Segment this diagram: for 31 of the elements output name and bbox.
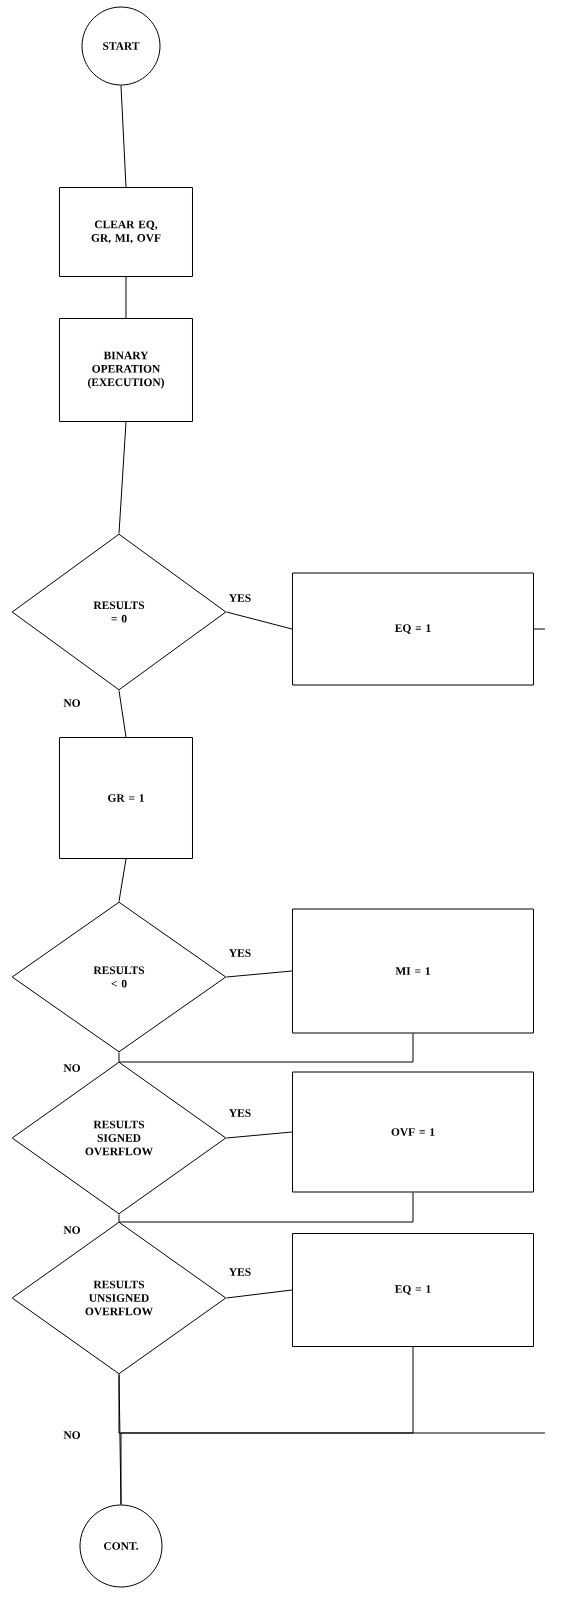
- process-box: GR = 1: [59, 737, 193, 859]
- edge-label: YES: [227, 1267, 253, 1277]
- connector-line: [118, 1033, 414, 1063]
- process-box: BINARY OPERATION (EXECUTION): [59, 318, 193, 422]
- connector-line: [118, 1052, 120, 1062]
- connector-line: [533, 628, 546, 630]
- connector-line: [118, 1374, 546, 1434]
- connector-line: [118, 1192, 414, 1223]
- edge-label: NO: [62, 1063, 82, 1073]
- edge-label: NO: [62, 1430, 82, 1440]
- process-box: CLEAR EQ, GR, MI, OVF: [59, 187, 193, 277]
- edge-label: YES: [227, 948, 253, 958]
- connector-line: [120, 1346, 414, 1505]
- connector-line: [118, 421, 127, 534]
- edge-label: NO: [62, 698, 82, 708]
- connector-line: [226, 1289, 293, 1299]
- connector-line: [118, 690, 127, 738]
- connector-line: [118, 858, 127, 902]
- connector-line: [226, 611, 293, 630]
- edge-label: YES: [227, 593, 253, 603]
- connector-line: [120, 85, 127, 188]
- process-box: MI = 1: [292, 908, 534, 1034]
- process-box: EQ = 1: [292, 1233, 534, 1347]
- connector-line: [226, 970, 293, 978]
- edge-label: YES: [227, 1108, 253, 1118]
- process-box: EQ = 1: [292, 572, 534, 686]
- connector-line: [226, 1131, 293, 1139]
- edge-label: NO: [62, 1225, 82, 1235]
- process-box: OVF = 1: [292, 1071, 534, 1193]
- connector-line: [125, 276, 127, 319]
- connector-line: [118, 1214, 120, 1222]
